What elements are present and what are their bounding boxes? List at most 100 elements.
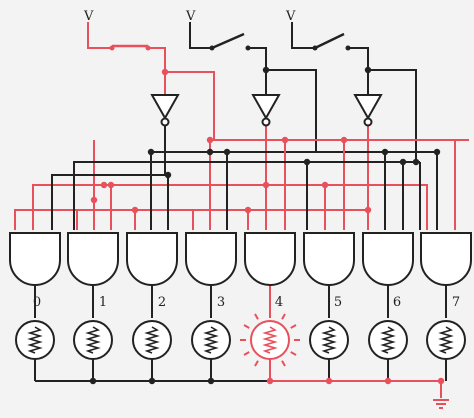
switch-icon: [312, 32, 351, 51]
and-gate-icon: [67, 232, 119, 286]
junction-dot: [107, 181, 115, 189]
junction-dot: [437, 377, 445, 385]
lamp-icon: [15, 320, 55, 360]
supply-label-a: V: [83, 9, 94, 24]
switch-icon: [109, 44, 151, 51]
junction-dot: [244, 206, 252, 214]
junction-dot: [381, 148, 389, 156]
junction-dot: [206, 148, 214, 156]
and-gate-icon: [420, 232, 472, 286]
not-gate-bubble: [363, 117, 373, 127]
not-gate-bubble: [160, 117, 170, 127]
junction-dot: [90, 196, 98, 204]
lamp-filament: [380, 326, 396, 354]
and-gate-body: [67, 232, 119, 286]
junction-dot: [207, 377, 215, 385]
output-label-4: 4: [275, 295, 283, 310]
junction-dot: [433, 148, 441, 156]
lamp-glow-ray: [254, 360, 259, 367]
output-label-5: 5: [334, 295, 342, 310]
and-gate-icon: [185, 232, 237, 286]
switch-blade: [211, 32, 245, 50]
lamp-icon: [240, 310, 300, 370]
and-gate-body: [362, 232, 414, 286]
and-gate-body: [9, 232, 61, 286]
wires: [14, 22, 469, 398]
input-b-true-right: [316, 151, 438, 230]
junction-dot: [262, 181, 270, 189]
lamp-filament: [262, 326, 278, 354]
lamp-icon: [191, 320, 231, 360]
junction-dot: [364, 66, 372, 74]
and-gate-icon: [244, 232, 296, 286]
supply-label-c: V: [285, 9, 296, 24]
switch-a-out: [148, 47, 166, 72]
output-label-6: 6: [393, 295, 401, 310]
lamp-filament: [144, 326, 160, 354]
junction-dot: [100, 181, 108, 189]
lamp-icon: [309, 320, 349, 360]
junction-dot: [384, 377, 392, 385]
switch-c-out: [348, 47, 369, 95]
not-gate-icon: [150, 94, 180, 127]
lamp-filament: [85, 326, 101, 354]
lamp-icon: [426, 320, 466, 360]
input-b-true-rail: [150, 151, 316, 230]
lamp-filament: [321, 326, 337, 354]
input-a-complement-rail: [51, 126, 166, 230]
and-gate-icon: [362, 232, 414, 286]
lamp-filament: [203, 326, 219, 354]
lamp-glow-ray: [254, 313, 259, 320]
and-gate-body: [126, 232, 178, 286]
lamp-glow-ray: [281, 313, 286, 320]
junction-dot: [206, 136, 214, 144]
lamp-glow-ray: [243, 324, 250, 329]
junction-dot: [340, 136, 348, 144]
junction-dot: [281, 136, 289, 144]
not-gate-body: [353, 94, 383, 121]
input-b-true-wire: [266, 69, 317, 152]
junction-dot: [262, 66, 270, 74]
lamp-filament: [27, 326, 43, 354]
output-label-7: 7: [452, 295, 460, 310]
output-label-3: 3: [217, 295, 225, 310]
junction-dot: [325, 377, 333, 385]
junctions: [89, 66, 445, 385]
and-gate-icon: [126, 232, 178, 286]
lamp-glow-ray: [290, 324, 297, 329]
switch-blade: [314, 32, 345, 50]
components: [9, 32, 472, 409]
not-gate-body: [150, 94, 180, 121]
junction-dot: [131, 206, 139, 214]
switch-contact: [345, 45, 351, 51]
input-c-true-wire: [368, 69, 417, 162]
supply-c-wire: [291, 22, 315, 49]
not-gate-icon: [251, 94, 281, 127]
supply-a-wire: [87, 22, 112, 49]
lamp-glow-ray: [290, 351, 297, 356]
junction-dot: [412, 158, 420, 166]
input-c-true-rail: [73, 161, 416, 230]
junction-dot: [161, 68, 169, 76]
output-label-0: 0: [33, 295, 41, 310]
junction-dot: [266, 377, 274, 385]
output-label-1: 1: [99, 295, 107, 310]
input-b-complement-left: [32, 126, 267, 230]
lamp-icon: [368, 320, 408, 360]
input-b-complement-right: [266, 184, 428, 230]
ground-icon: [433, 399, 449, 409]
junction-dot: [148, 377, 156, 385]
supply-b-wire: [189, 22, 212, 49]
switch-icon: [209, 32, 251, 51]
lamp-icon: [73, 320, 113, 360]
junction-dot: [399, 158, 407, 166]
and-gate-body: [420, 232, 472, 286]
lamp-filament: [438, 326, 454, 354]
junction-dot: [321, 181, 329, 189]
and-gate-body: [303, 232, 355, 286]
ground-bus-right: [270, 380, 442, 398]
junction-dot: [89, 377, 97, 385]
junction-dot: [147, 148, 155, 156]
